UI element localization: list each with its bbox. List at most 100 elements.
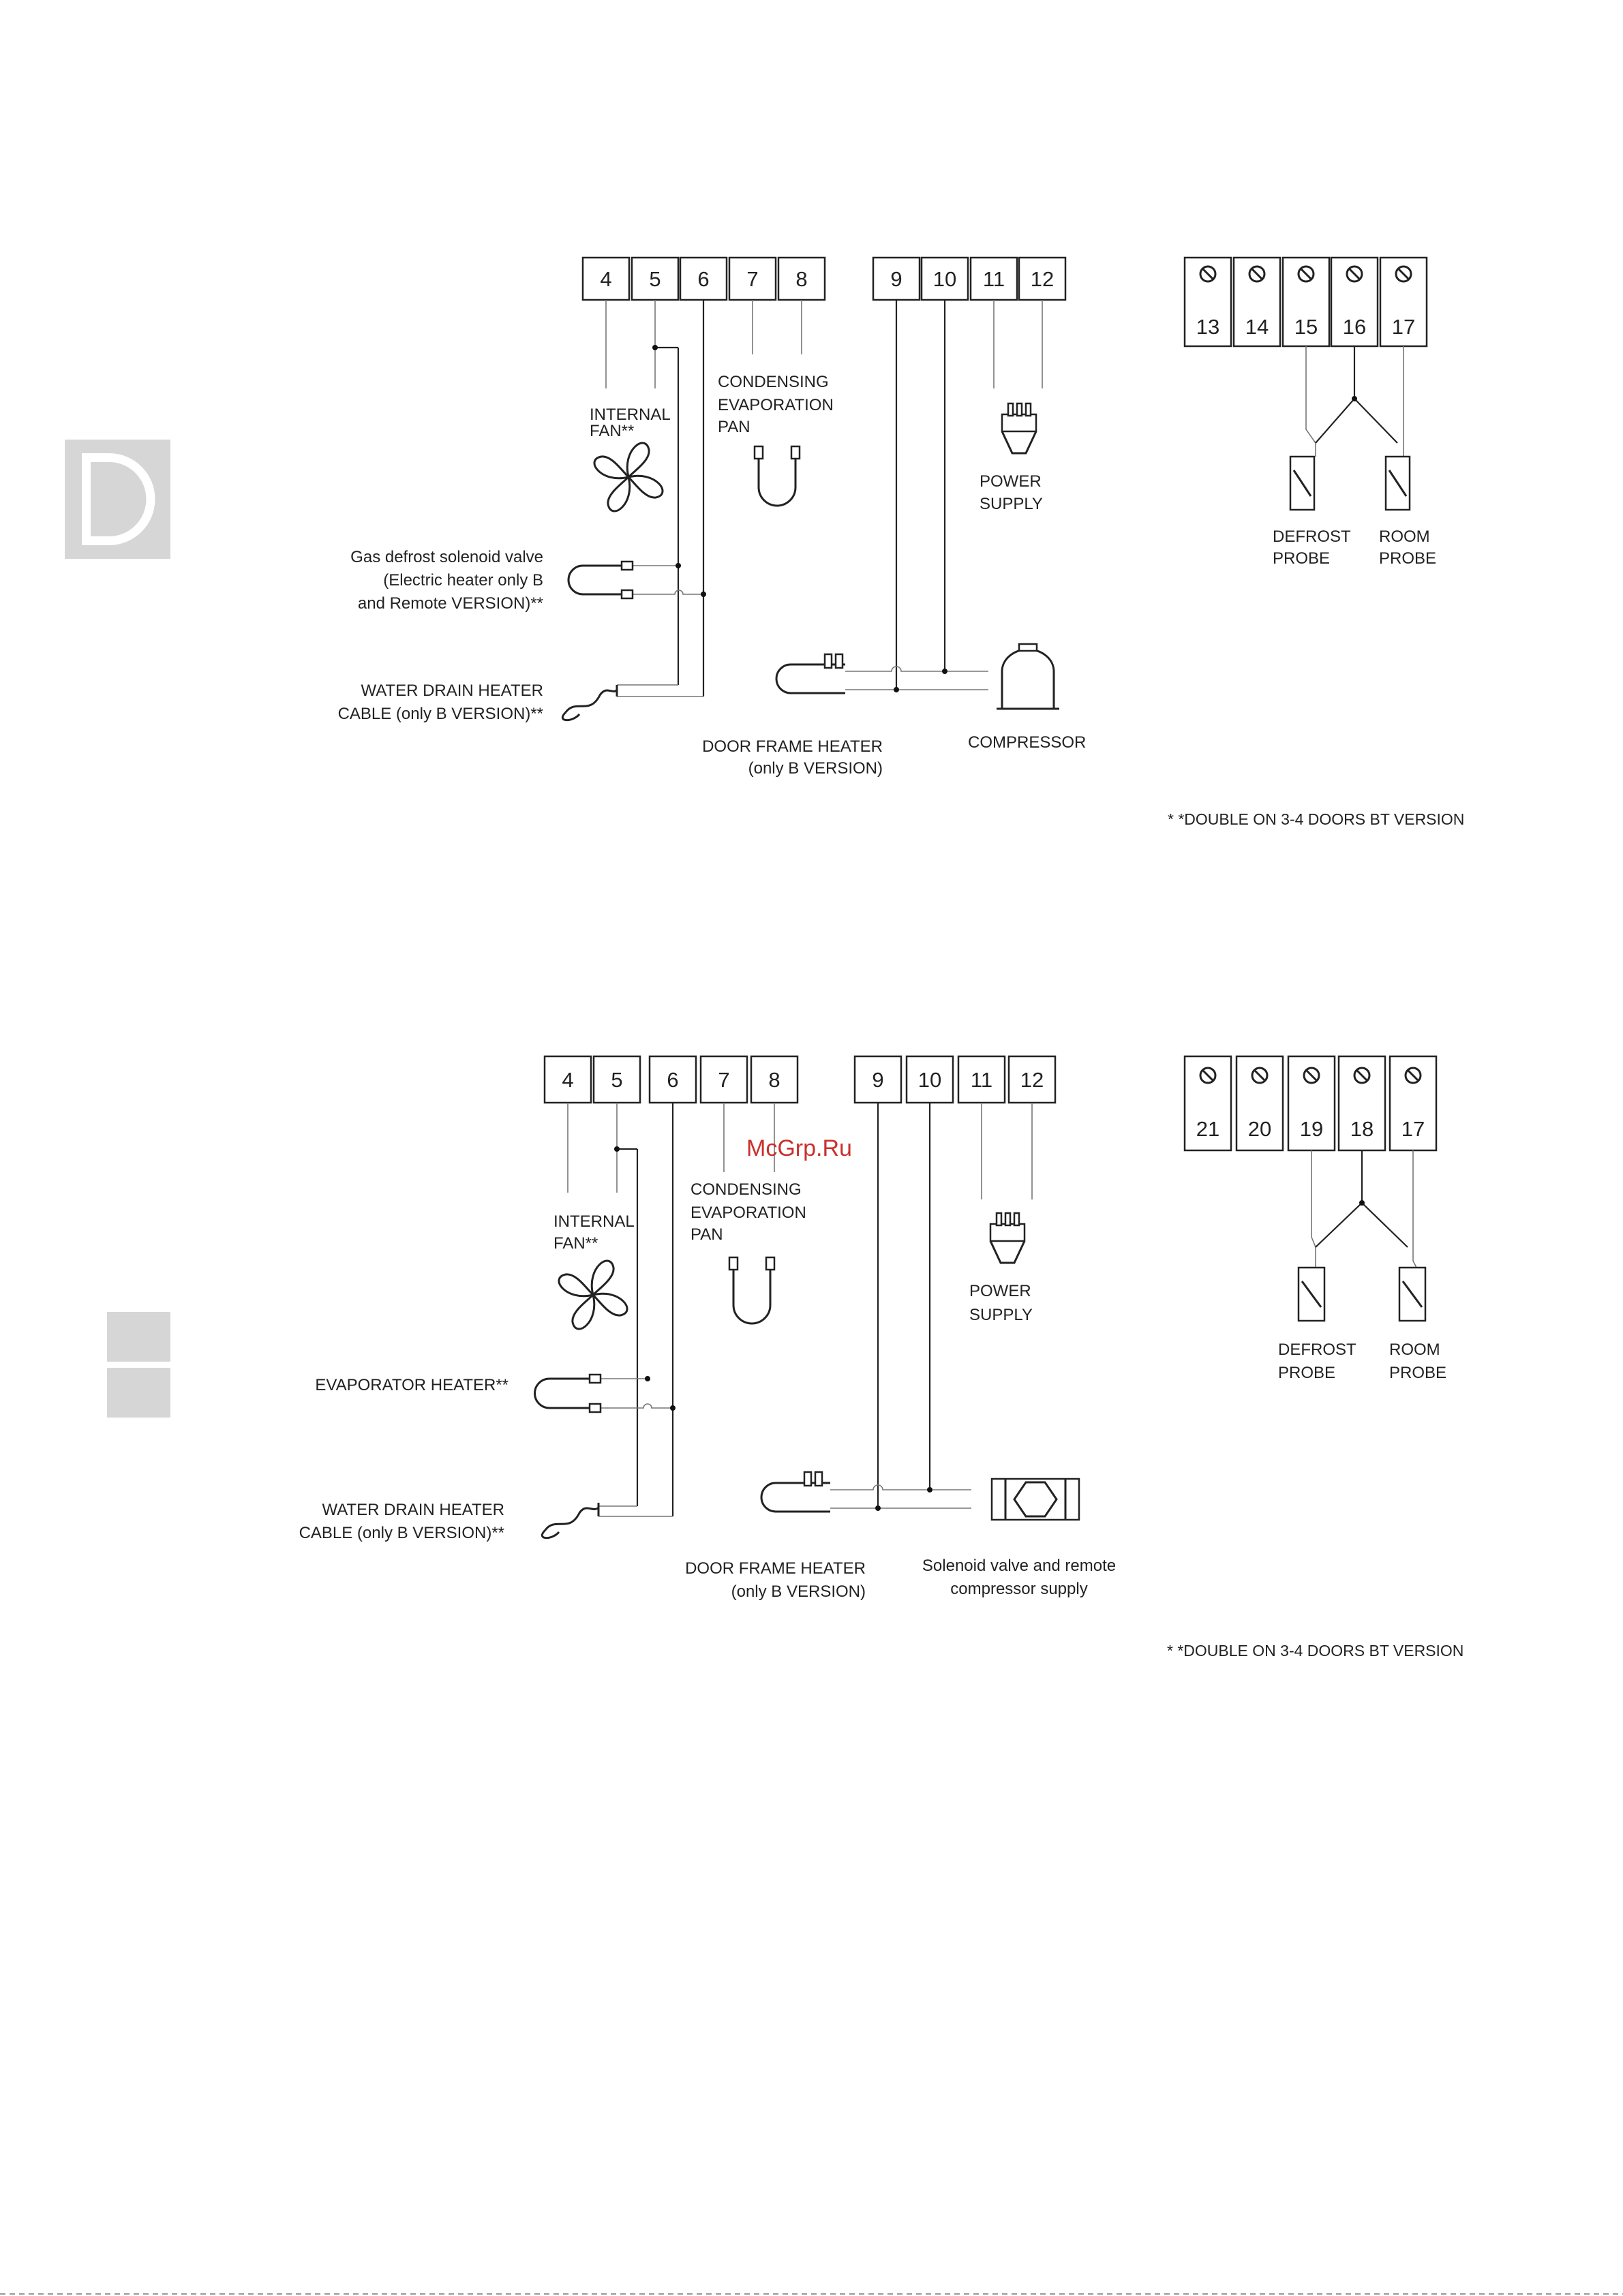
svg-text:FAN**: FAN** [553,1234,598,1253]
terminal-21: 21 [1196,1117,1219,1141]
terminal-block-1-mid: 9 10 11 12 [872,256,1067,301]
label-door-heater-2: (only B VERSION) [748,759,883,778]
label-drain-heater-2: CABLE (only B VERSION)** [338,705,543,723]
svg-text:compressor supply: compressor supply [950,1580,1087,1598]
label-door-heater: DOOR FRAME HEATER [702,737,883,756]
terminal-block-2-left: 4 5 6 7 8 [543,1055,799,1104]
label-solenoid: Solenoid valve and remote [922,1557,1116,1575]
terminal-8: 8 [795,267,807,291]
fan-icon [558,1259,628,1330]
label-door-heater: DOOR FRAME HEATER [685,1559,866,1578]
label-room-probe-2: PROBE [1389,1364,1446,1382]
label-power-supply: POWER [980,472,1042,491]
terminal-6: 6 [667,1068,678,1092]
label-compressor: COMPRESSOR [968,733,1086,752]
terminal-16: 16 [1343,315,1366,339]
label-condensing-3: PAN [691,1225,723,1244]
svg-text:Gas defrost solenoid valve: Gas defrost solenoid valve [350,548,543,566]
fan-icon [593,442,664,512]
svg-text:WATER DRAIN HEATER: WATER DRAIN HEATER [361,682,543,700]
svg-text:SUPPLY: SUPPLY [969,1306,1033,1324]
svg-text:DOOR FRAME HEATER: DOOR FRAME HEATER [685,1559,866,1578]
label-room-probe: ROOM [1379,527,1430,546]
svg-text:PAN: PAN [718,418,750,436]
svg-text:INTERNAL: INTERNAL [553,1212,635,1231]
label-defrost-valve-2: (Electric heater only B [383,571,543,590]
diagram-2: 4 5 6 7 8 9 10 11 12 [299,1055,1463,1659]
svg-text:WATER DRAIN HEATER: WATER DRAIN HEATER [322,1501,504,1519]
probe-icon [1297,1266,1427,1322]
terminal-5: 5 [611,1068,622,1092]
footnote-2: * *DOUBLE ON 3-4 DOORS BT VERSION [1167,1642,1463,1659]
probe-icon [1289,455,1411,511]
plug-icon [989,1212,1026,1264]
label-internal-fan: INTERNAL [590,405,671,424]
terminal-9: 9 [872,1068,883,1092]
terminal-block-2-right: 21 20 19 18 17 [1183,1055,1438,1152]
terminal-15: 15 [1294,315,1318,339]
terminal-17: 17 [1392,315,1415,339]
side-tab-i [107,1312,170,1418]
label-condensing: CONDENSING [718,373,829,391]
label-defrost-valve-3: and Remote VERSION)** [358,594,543,613]
label-defrost-probe-2: PROBE [1278,1364,1335,1382]
plug-icon [1001,402,1037,455]
label-solenoid-2: compressor supply [950,1580,1087,1598]
terminal-10: 10 [918,1068,941,1092]
svg-text:ROOM: ROOM [1389,1341,1440,1359]
svg-text:CABLE (only B VERSION)**: CABLE (only B VERSION)** [299,1524,504,1542]
label-internal-fan-2: FAN** [553,1234,598,1253]
label-power-supply-2: SUPPLY [980,495,1043,513]
terminal-11: 11 [971,1068,992,1092]
svg-text:POWER: POWER [969,1282,1031,1300]
svg-text:PROBE: PROBE [1273,549,1330,568]
footnote-1: * *DOUBLE ON 3-4 DOORS BT VERSION [1168,810,1464,828]
label-defrost-probe: DEFROST [1273,527,1351,546]
evaporator-heater-icon [534,1373,602,1413]
svg-text:(only B VERSION): (only B VERSION) [748,759,883,778]
svg-text:SUPPLY: SUPPLY [980,495,1043,513]
terminal-14: 14 [1245,315,1269,339]
svg-text:EVAPORATION: EVAPORATION [718,396,834,414]
svg-text:DOOR FRAME HEATER: DOOR FRAME HEATER [702,737,883,756]
label-power-supply: POWER [969,1282,1031,1300]
terminal-6: 6 [697,267,709,291]
svg-text:ROOM: ROOM [1379,527,1430,546]
label-internal-fan: INTERNAL [553,1212,635,1231]
svg-text:EVAPORATION: EVAPORATION [691,1204,806,1222]
terminal-20: 20 [1248,1117,1271,1141]
svg-text:DEFROST: DEFROST [1273,527,1351,546]
label-condensing-2: EVAPORATION [718,396,834,414]
label-evaporator-heater: EVAPORATOR HEATER** [315,1376,509,1394]
diagram-1: 4 5 6 7 8 9 10 11 12 [338,256,1464,828]
terminal-block-1-right: 13 14 15 16 17 [1183,256,1428,348]
svg-text:and Remote VERSION)**: and Remote VERSION)** [358,594,543,613]
label-room-probe-2: PROBE [1379,549,1436,568]
svg-text:CABLE (only B VERSION)**: CABLE (only B VERSION)** [338,705,543,723]
terminal-11: 11 [983,267,1005,291]
label-drain-heater: WATER DRAIN HEATER [361,682,543,700]
watermark: McGrp.Ru [746,1135,852,1161]
label-condensing: CONDENSING [691,1180,802,1199]
label-drain-heater: WATER DRAIN HEATER [322,1501,504,1519]
svg-text:CONDENSING: CONDENSING [718,373,829,391]
label-condensing-2: EVAPORATION [691,1204,806,1222]
terminal-19: 19 [1300,1117,1323,1141]
svg-text:CONDENSING: CONDENSING [691,1180,802,1199]
label-defrost-probe: DEFROST [1278,1341,1356,1359]
label-defrost-probe-2: PROBE [1273,549,1330,568]
label-internal-fan-2: FAN** [590,422,634,440]
label-room-probe: ROOM [1389,1341,1440,1359]
label-defrost-valve: Gas defrost solenoid valve [350,548,543,566]
terminal-13: 13 [1196,315,1219,339]
terminal-10: 10 [933,267,956,291]
svg-text:(Electric heater only B: (Electric heater only B [383,571,543,590]
terminal-12: 12 [1020,1068,1044,1092]
screw-icon [1199,1067,1422,1084]
label-condensing-3: PAN [718,418,750,436]
terminal-7: 7 [746,267,758,291]
side-tab-d [65,440,170,559]
terminal-4: 4 [600,267,611,291]
door-heater-icon [775,653,845,694]
